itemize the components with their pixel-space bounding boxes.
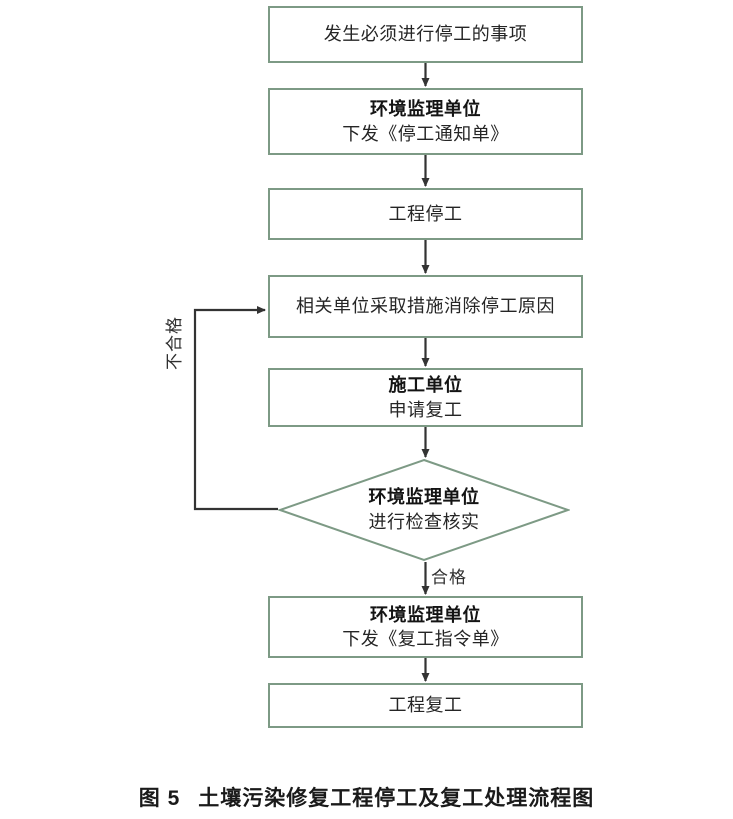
flow-node-project-resume[interactable]: 工程复工 [268, 683, 583, 728]
flowchart-connectors [193, 63, 430, 682]
flow-node-issue-line1: 环境监理单位 [370, 99, 481, 120]
edge-label-pass: 合格 [431, 568, 467, 587]
flow-node-apply-line1: 施工单位 [388, 375, 463, 396]
flow-node-order-line2: 下发《复工指令单》 [342, 629, 509, 649]
flow-node-resume-order[interactable]: 环境监理单位 下发《复工指令单》 [268, 596, 583, 658]
flow-node-apply-line2: 申请复工 [388, 399, 463, 420]
flow-node-corrective-measures[interactable]: 相关单位采取措施消除停工原因 [268, 275, 583, 338]
figure-number: 图 5 [138, 787, 181, 810]
flow-node-issue-stop-notice[interactable]: 环境监理单位 下发《停工通知单》 [268, 88, 583, 155]
flow-node-trigger-line1: 发生必须进行停工的事项 [323, 24, 528, 45]
flow-node-measures-line1: 相关单位采取措施消除停工原因 [296, 296, 555, 317]
flow-node-check-line1: 环境监理单位 [368, 487, 480, 508]
edge-label-fail: 不合格 [165, 316, 184, 370]
flow-node-halt-line1: 工程停工 [388, 203, 463, 224]
diamond-shape [278, 458, 570, 562]
flow-node-project-halt[interactable]: 工程停工 [268, 188, 583, 240]
flow-node-order-line1: 环境监理单位 [370, 604, 481, 625]
figure-caption: 图 5 土壤污染修复工程停工及复工处理流程图 [0, 782, 733, 812]
flow-node-trigger[interactable]: 发生必须进行停工的事项 [268, 6, 583, 63]
flow-node-issue-line2: 下发《停工通知单》 [342, 123, 509, 144]
connector-check-to-measures-feedback [193, 306, 278, 511]
figure-title: 土壤污染修复工程停工及复工处理流程图 [198, 787, 595, 810]
flow-node-check-line2: 进行检查核实 [368, 512, 480, 532]
flow-node-inspection-decision[interactable]: 环境监理单位 进行检查核实 [278, 458, 570, 562]
flow-node-resume-line1: 工程复工 [388, 695, 463, 716]
flow-node-resume-application[interactable]: 施工单位 申请复工 [268, 368, 583, 427]
